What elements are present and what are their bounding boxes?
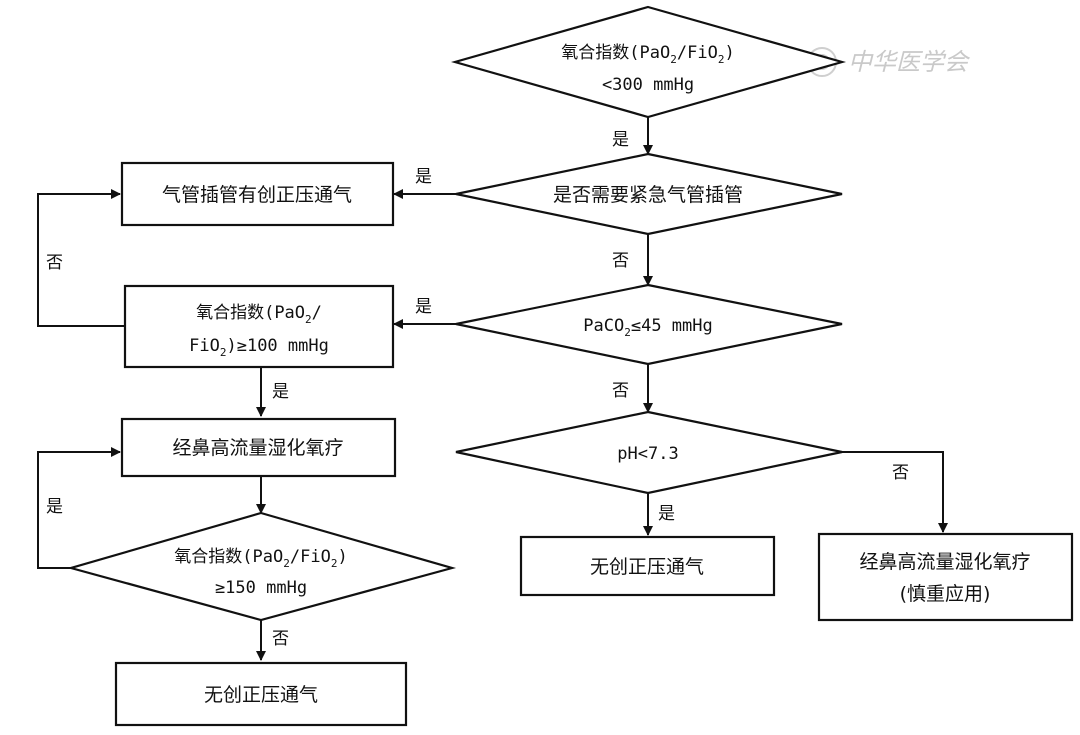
edge-label-d3-b2: 是 [415,297,432,317]
b2-line1: 氧合指数(PaO2/ [196,303,322,326]
decision-ph: pH<7.3 [455,410,843,495]
edge-label-b2-b1: 否 [46,253,63,273]
decision-emergency-intubation: 是否需要紧急气管插管 [455,152,843,236]
b4-text: 无创正压通气 [204,684,318,706]
box-niv-left: 无创正压通气 [114,661,408,727]
box-invasive-ventilation: 气管插管有创正压通气 [120,161,395,227]
b6-line1: 经鼻高流量湿化氧疗 [859,551,1030,573]
d5-line1: 氧合指数(PaO2/FiO2) [174,547,347,570]
d4-text: pH<7.3 [617,444,678,464]
watermark-text: 中华医学会 [848,48,971,76]
edge-d5-b3 [37,447,121,569]
box-b2 [123,284,395,369]
box-hfnc-cautious: 经鼻高流量湿化氧疗 (慎重应用) [817,532,1074,622]
box-b3 [120,417,397,478]
edge-label-d5-b4: 否 [272,629,289,649]
box-oxygenation-index-100: 氧合指数(PaO2/ FiO2)≥100 mmHg [123,284,395,369]
diamond-d3 [455,283,843,366]
edge-label-b2-b3: 是 [272,382,289,402]
b6-line2: (慎重应用) [900,583,991,605]
d2-text: 是否需要紧急气管插管 [553,184,743,206]
edge-b2-b1 [37,189,125,327]
edge-label-d3-d4: 否 [612,381,629,401]
decision-oxygenation-index-300: 氧合指数(PaO2/FiO2) <300 mmHg [450,5,847,119]
box-b4 [114,661,408,727]
box-hfnc-therapy: 经鼻高流量湿化氧疗 [120,417,397,478]
d1-line1: 氧合指数(PaO2/FiO2) [561,43,734,66]
watermark: 中华医学会 [807,47,971,77]
diamond-d2 [455,152,843,236]
edge-d4-b6 [842,451,948,533]
diamond-d5 [66,511,457,622]
box-b6 [817,532,1074,622]
edge-label-d2-d3: 否 [612,251,629,271]
box-b1 [120,161,395,227]
b2-line2: FiO2)≥100 mmHg [189,336,329,359]
box-niv-right: 无创正压通气 [519,535,776,597]
edge-label-d4-b6: 否 [892,463,909,483]
d1-line2: <300 mmHg [602,75,694,95]
edge-label-d1-d2: 是 [612,130,629,150]
b1-text: 气管插管有创正压通气 [162,184,352,206]
decision-oxygenation-index-150: 氧合指数(PaO2/FiO2) ≥150 mmHg [66,511,457,622]
diamond-d1 [450,5,847,119]
edge-label-d4-b5: 是 [658,504,675,524]
b5-text: 无创正压通气 [590,556,704,578]
diamond-d4 [455,410,843,495]
d5-line2: ≥150 mmHg [215,578,307,598]
box-b5 [519,535,776,597]
d3-text: PaCO2≤45 mmHg [583,316,712,339]
decision-paco2: PaCO2≤45 mmHg [455,283,843,366]
b3-text: 经鼻高流量湿化氧疗 [172,437,343,459]
edge-label-d2-b1: 是 [415,167,432,187]
edge-label-d5-b3: 是 [46,497,63,517]
